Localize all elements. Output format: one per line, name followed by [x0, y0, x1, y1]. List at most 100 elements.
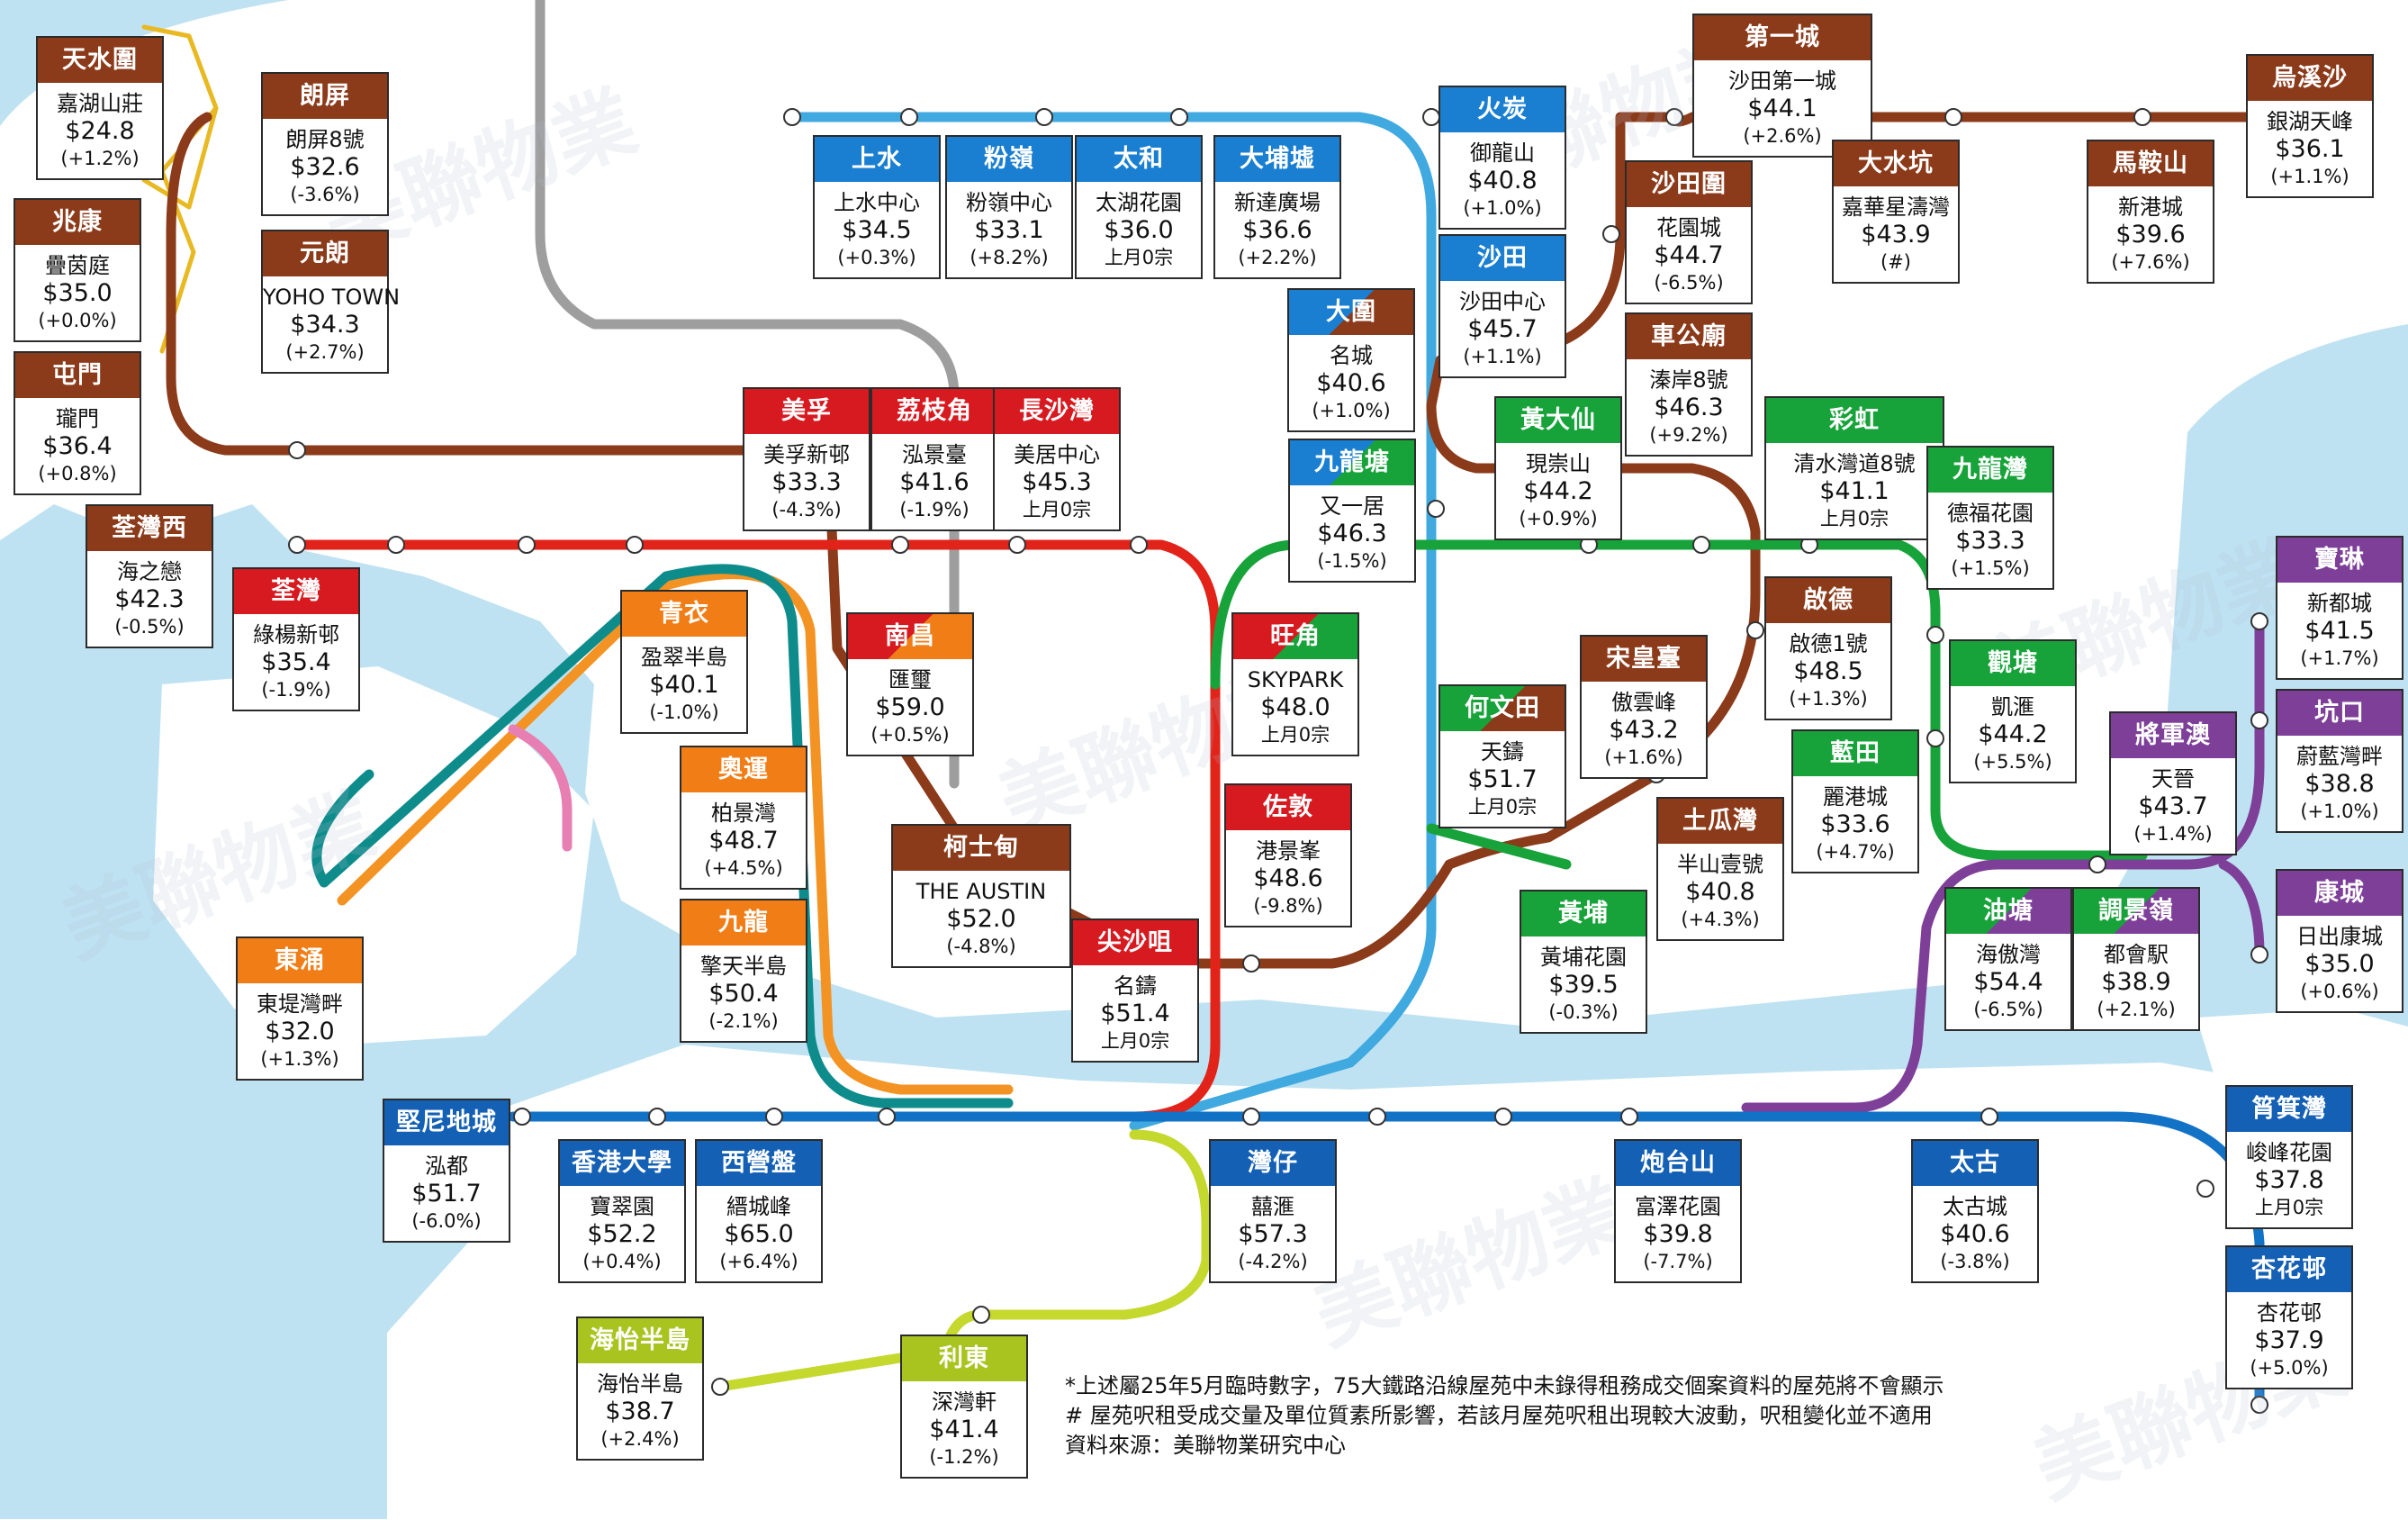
- estate-name: 擎天半島: [700, 954, 787, 979]
- rent-per-sqft: $44.1: [1747, 95, 1817, 122]
- estate-name: 太古城: [1943, 1194, 2007, 1219]
- station-card-fanling: 粉嶺粉嶺中心$33.1(+8.2%): [945, 135, 1073, 279]
- rent-per-sqft: $65.0: [724, 1220, 794, 1248]
- rent-per-sqft: $41.6: [899, 468, 970, 496]
- station-card-kowloon: 九龍擎天半島$50.4(-2.1%): [680, 899, 807, 1043]
- rent-per-sqft: $57.3: [1238, 1220, 1308, 1248]
- station-card-lei-tung: 利東深灣軒$41.4(-1.2%): [900, 1335, 1028, 1479]
- rent-per-sqft: $54.4: [1973, 968, 2043, 996]
- rent-per-sqft: $39.8: [1643, 1220, 1713, 1248]
- rent-per-sqft: $38.8: [2304, 770, 2375, 798]
- rent-change: (+0.8%): [38, 463, 117, 484]
- rent-change: 上月0宗: [1104, 247, 1174, 268]
- station-name: 粉嶺: [947, 137, 1071, 182]
- rent-change: (+0.6%): [2300, 981, 2379, 1002]
- rent-change: (+2.2%): [1238, 247, 1317, 268]
- rent-change: (+0.4%): [582, 1251, 662, 1272]
- station-name: 上水: [815, 137, 939, 182]
- rent-change: 上月0宗: [1819, 508, 1889, 529]
- station-name: 何文田: [1440, 686, 1565, 731]
- rent-change: (+1.0%): [1463, 197, 1542, 219]
- disney-line: [508, 724, 573, 852]
- rent-per-sqft: $33.6: [1820, 810, 1890, 838]
- grey-line: [535, 0, 960, 789]
- rent-change: (-1.2%): [929, 1446, 999, 1468]
- rent-per-sqft: $36.1: [2275, 135, 2345, 163]
- rent-per-sqft: $24.8: [65, 117, 135, 145]
- estate-name: 啟德1號: [1789, 631, 1868, 656]
- station-name: 車公廟: [1627, 314, 1751, 359]
- rent-change: 上月0宗: [2254, 1197, 2324, 1218]
- station-card-olympic: 奧運柏景灣$48.7(+4.5%): [680, 746, 807, 890]
- rent-per-sqft: $43.9: [1861, 221, 1931, 249]
- estate-name: 柏景灣: [711, 801, 776, 826]
- rent-per-sqft: $40.6: [1940, 1220, 2010, 1248]
- rent-per-sqft: $43.2: [1609, 716, 1679, 744]
- rent-change: (-1.0%): [649, 701, 719, 723]
- rent-per-sqft: $40.6: [1316, 369, 1386, 397]
- rent-change: (-0.3%): [1548, 1001, 1619, 1023]
- rent-per-sqft: $50.4: [708, 980, 779, 1008]
- rent-change: (+1.3%): [1789, 688, 1868, 710]
- rent-per-sqft: $51.7: [1467, 765, 1538, 793]
- rent-per-sqft: $52.2: [587, 1220, 657, 1248]
- estate-name: 麗港城: [1823, 784, 1888, 810]
- estate-name: 富澤花園: [1635, 1194, 1721, 1219]
- station-name: 利東: [902, 1336, 1026, 1381]
- estate-name: 上水中心: [834, 190, 920, 215]
- rent-change: (+1.2%): [60, 148, 140, 169]
- rent-per-sqft: $40.1: [649, 671, 719, 699]
- station-card-jordan: 佐敦港景峯$48.6(-9.8%): [1224, 783, 1352, 927]
- estate-name: 蔚藍灣畔: [2296, 744, 2383, 769]
- rent-per-sqft: $44.2: [1978, 720, 2048, 748]
- rent-change: (+7.6%): [2111, 251, 2190, 273]
- estate-name: 嘉湖山莊: [57, 91, 143, 116]
- estate-name: 傲雲峰: [1611, 690, 1676, 715]
- rent-per-sqft: $41.5: [2304, 617, 2375, 645]
- station-card-long-ping: 朗屏朗屏8號$32.6(-3.6%): [261, 72, 389, 216]
- station-name: 藍田: [1793, 731, 1917, 776]
- footnote-1: *上述屬25年5月臨時數字，75大鐵路沿線屋苑中未錄得租務成交個案資料的屋苑將不…: [1065, 1373, 1944, 1398]
- estate-name: 新達廣場: [1234, 190, 1321, 215]
- station-name: 火炭: [1440, 87, 1565, 132]
- rent-change: (#): [1880, 251, 1911, 273]
- station-card-tung-chung: 東涌東堤灣畔$32.0(+1.3%): [236, 936, 364, 1081]
- estate-name: 名城: [1330, 343, 1373, 368]
- station-card-kai-tak: 啟德啟德1號$48.5(+1.3%): [1764, 576, 1892, 720]
- estate-name: 杏花邨: [2257, 1300, 2322, 1325]
- rent-per-sqft: $37.8: [2254, 1166, 2324, 1194]
- estate-name: 德福花園: [1947, 501, 2034, 526]
- station-card-hku: 香港大學寶翠園$52.2(+0.4%): [558, 1139, 686, 1283]
- station-name: 元朗: [263, 231, 387, 276]
- station-name: 將軍澳: [2111, 713, 2235, 758]
- station-card-wong-tai-sin: 黃大仙現崇山$44.2(+0.9%): [1494, 396, 1622, 540]
- station-card-tai-shui-hang: 大水坑嘉華星濤灣$43.9(#): [1832, 140, 1960, 284]
- station-card-tai-koo: 太古太古城$40.6 (-3.8%): [1911, 1139, 2039, 1283]
- estate-name: YOHO TOWN: [263, 285, 401, 310]
- rent-per-sqft: $44.7: [1654, 241, 1724, 269]
- station-card-siu-hong: 兆康疊茵庭$35.0(+0.0%): [14, 198, 141, 342]
- station-name: 青衣: [622, 592, 746, 637]
- station-name: 太古: [1913, 1141, 2037, 1186]
- station-card-kowloon-tong: 九龍塘又一居$46.3(-1.5%): [1288, 439, 1416, 583]
- estate-name: 花園城: [1656, 215, 1721, 240]
- rent-per-sqft: $52.0: [946, 905, 1016, 933]
- rent-change: (+2.1%): [2097, 999, 2176, 1020]
- estate-name: 疊茵庭: [45, 253, 110, 278]
- estate-name: 泓景臺: [902, 442, 967, 467]
- station-name: 香港大學: [560, 1141, 684, 1186]
- rent-change: (-3.8%): [1940, 1251, 2010, 1272]
- estate-name: 匯璽: [888, 667, 932, 692]
- station-name: 第一城: [1694, 15, 1871, 60]
- estate-name: 美孚新邨: [763, 442, 850, 467]
- station-card-tin-shui-wai: 天水圍嘉湖山莊$24.8(+1.2%): [36, 36, 164, 180]
- rent-per-sqft: $51.4: [1100, 1000, 1170, 1027]
- station-card-wan-chai: 灣仔囍滙$57.3(-4.2%): [1209, 1139, 1337, 1283]
- station-name: 朗屏: [263, 74, 387, 119]
- rent-per-sqft: $33.1: [974, 216, 1044, 244]
